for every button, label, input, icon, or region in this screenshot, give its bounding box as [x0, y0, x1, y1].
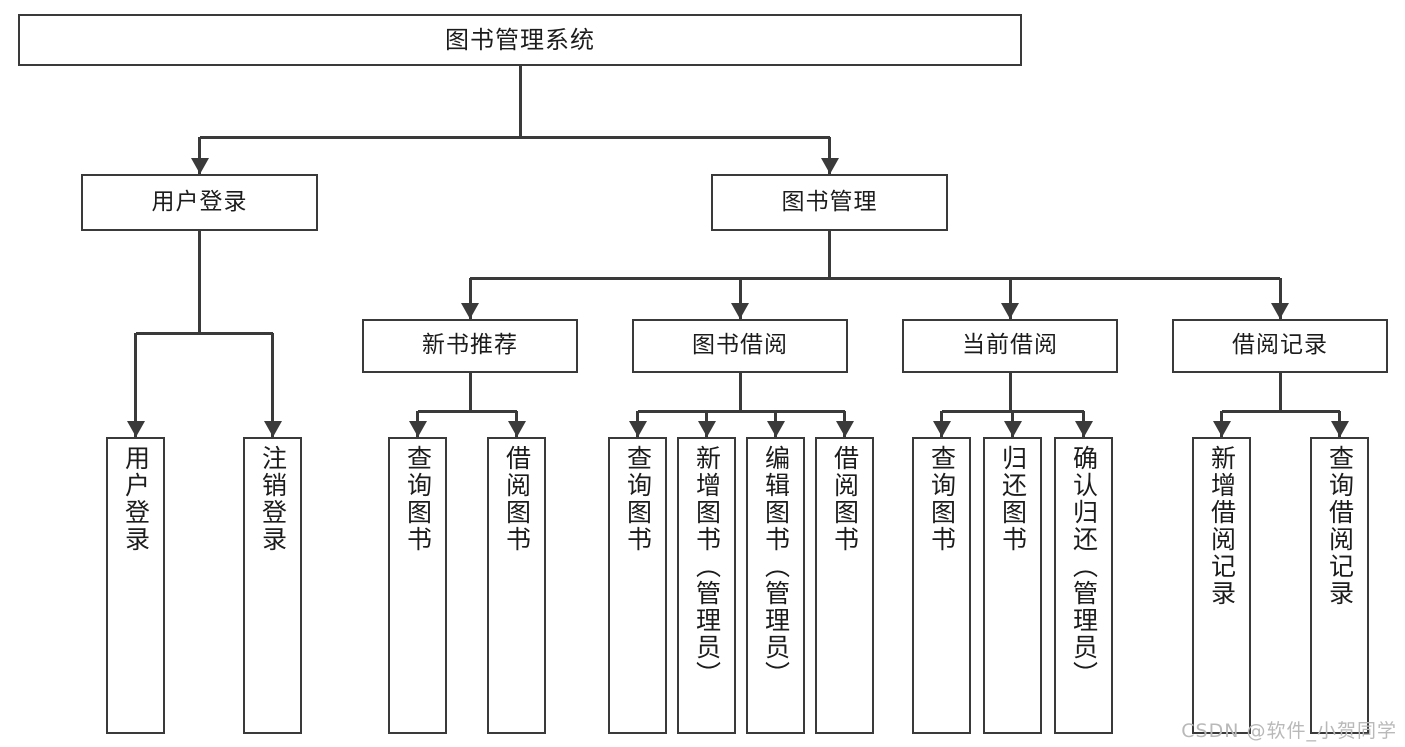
leaf-label: 查询图书: [623, 445, 653, 553]
connector-new-book-recommend-bus: [417, 409, 517, 413]
node-label: 图书管理系统: [445, 25, 595, 54]
connector-root-stem: [518, 66, 522, 137]
leaf-label: 查询图书: [927, 445, 957, 553]
node-label: 借阅记录: [1232, 332, 1328, 359]
connector-user-login-leaf-2: [271, 333, 274, 437]
arrow-to-leaf-borrow-book-1: [507, 421, 526, 437]
arrow-to-leaf-edit-book: [766, 421, 785, 437]
connector-user-login-stem: [198, 231, 201, 333]
arrow-to-leaf-user-logout: [263, 421, 282, 437]
leaf-label: 查询图书: [403, 445, 433, 553]
arrow-to-leaf-add-record: [1212, 421, 1231, 437]
arrow-to-leaf-query-book-3: [932, 421, 951, 437]
node-current-borrow[interactable]: 当前借阅: [902, 319, 1118, 373]
node-label: 图书借阅: [692, 332, 788, 359]
leaf-label: 借阅图书: [502, 445, 532, 553]
connector-root-to-user-login: [198, 137, 201, 174]
connector-book-manage-child-4: [1278, 278, 1282, 319]
arrow-to-leaf-user-login: [126, 421, 145, 437]
arrow-to-leaf-query-record: [1330, 421, 1349, 437]
connector-borrow-record-stem: [1278, 373, 1282, 411]
node-label: 当前借阅: [962, 332, 1058, 359]
leaf-node-add-record[interactable]: 新增借阅记录: [1192, 437, 1251, 734]
node-user-login[interactable]: 用户登录: [81, 174, 318, 231]
node-root-system[interactable]: 图书管理系统: [18, 14, 1022, 66]
connector-borrow-record-bus: [1221, 409, 1340, 413]
connector-user-login-leaf-1: [134, 333, 137, 437]
connector-new-book-recommend-stem: [468, 373, 472, 411]
leaf-label: 新增图书（管理员）: [692, 445, 722, 688]
leaf-node-borrow-book-1[interactable]: 借阅图书: [487, 437, 546, 734]
csdn-watermark: CSDN @软件_小贺同学: [1181, 720, 1397, 742]
connector-root-bus: [199, 135, 830, 139]
connector-book-manage-child-3: [1008, 278, 1012, 319]
leaf-node-query-book-2[interactable]: 查询图书: [608, 437, 667, 734]
arrow-to-leaf-query-book-1: [408, 421, 427, 437]
arrow-to-current-borrow: [1001, 303, 1019, 319]
arrow-to-leaf-query-book-2: [628, 421, 647, 437]
leaf-node-add-book[interactable]: 新增图书（管理员）: [677, 437, 736, 734]
leaf-label: 确认归还（管理员）: [1069, 445, 1099, 688]
leaf-label: 编辑图书（管理员）: [761, 445, 791, 688]
node-label: 图书管理: [781, 188, 878, 215]
leaf-label: 归还图书: [998, 445, 1028, 553]
node-book-borrow[interactable]: 图书借阅: [632, 319, 848, 373]
connector-book-borrow-bus: [637, 409, 845, 413]
connector-root-to-book-manage: [828, 137, 831, 174]
arrow-to-leaf-add-book: [697, 421, 716, 437]
connector-book-manage-child-2: [738, 278, 742, 319]
arrow-to-leaf-return-book: [1003, 421, 1022, 437]
leaf-node-user-login[interactable]: 用户登录: [106, 437, 165, 734]
arrow-to-user-login: [190, 158, 209, 174]
leaf-node-return-book[interactable]: 归还图书: [983, 437, 1042, 734]
node-new-book-recommend[interactable]: 新书推荐: [362, 319, 578, 373]
node-book-manage[interactable]: 图书管理: [711, 174, 948, 231]
connector-book-manage-child-1: [468, 278, 472, 319]
connector-current-borrow-stem: [1008, 373, 1012, 411]
leaf-label: 用户登录: [121, 445, 151, 553]
leaf-label: 注销登录: [258, 445, 288, 553]
arrow-to-leaf-borrow-book-2: [835, 421, 854, 437]
connector-book-borrow-stem: [738, 373, 742, 411]
leaf-node-borrow-book-2[interactable]: 借阅图书: [815, 437, 874, 734]
arrow-to-leaf-confirm-return: [1074, 421, 1093, 437]
connector-user-login-bus: [135, 331, 273, 335]
leaf-node-edit-book[interactable]: 编辑图书（管理员）: [746, 437, 805, 734]
leaf-label: 借阅图书: [830, 445, 860, 553]
arrow-to-borrow-record: [1271, 303, 1289, 319]
leaf-node-query-record[interactable]: 查询借阅记录: [1310, 437, 1369, 734]
connector-book-manage-stem: [828, 231, 831, 278]
leaf-node-user-logout[interactable]: 注销登录: [243, 437, 302, 734]
leaf-node-query-book-3[interactable]: 查询图书: [912, 437, 971, 734]
arrow-to-book-manage: [820, 158, 839, 174]
connector-book-manage-bus: [470, 276, 1280, 280]
leaf-node-query-book-1[interactable]: 查询图书: [388, 437, 447, 734]
arrow-to-new-book-recommend: [461, 303, 479, 319]
node-borrow-record[interactable]: 借阅记录: [1172, 319, 1388, 373]
node-label: 用户登录: [151, 188, 248, 215]
leaf-node-confirm-return[interactable]: 确认归还（管理员）: [1054, 437, 1113, 734]
leaf-label: 新增借阅记录: [1207, 445, 1237, 607]
arrow-to-book-borrow: [731, 303, 749, 319]
node-label: 新书推荐: [422, 332, 518, 359]
leaf-label: 查询借阅记录: [1325, 445, 1355, 607]
